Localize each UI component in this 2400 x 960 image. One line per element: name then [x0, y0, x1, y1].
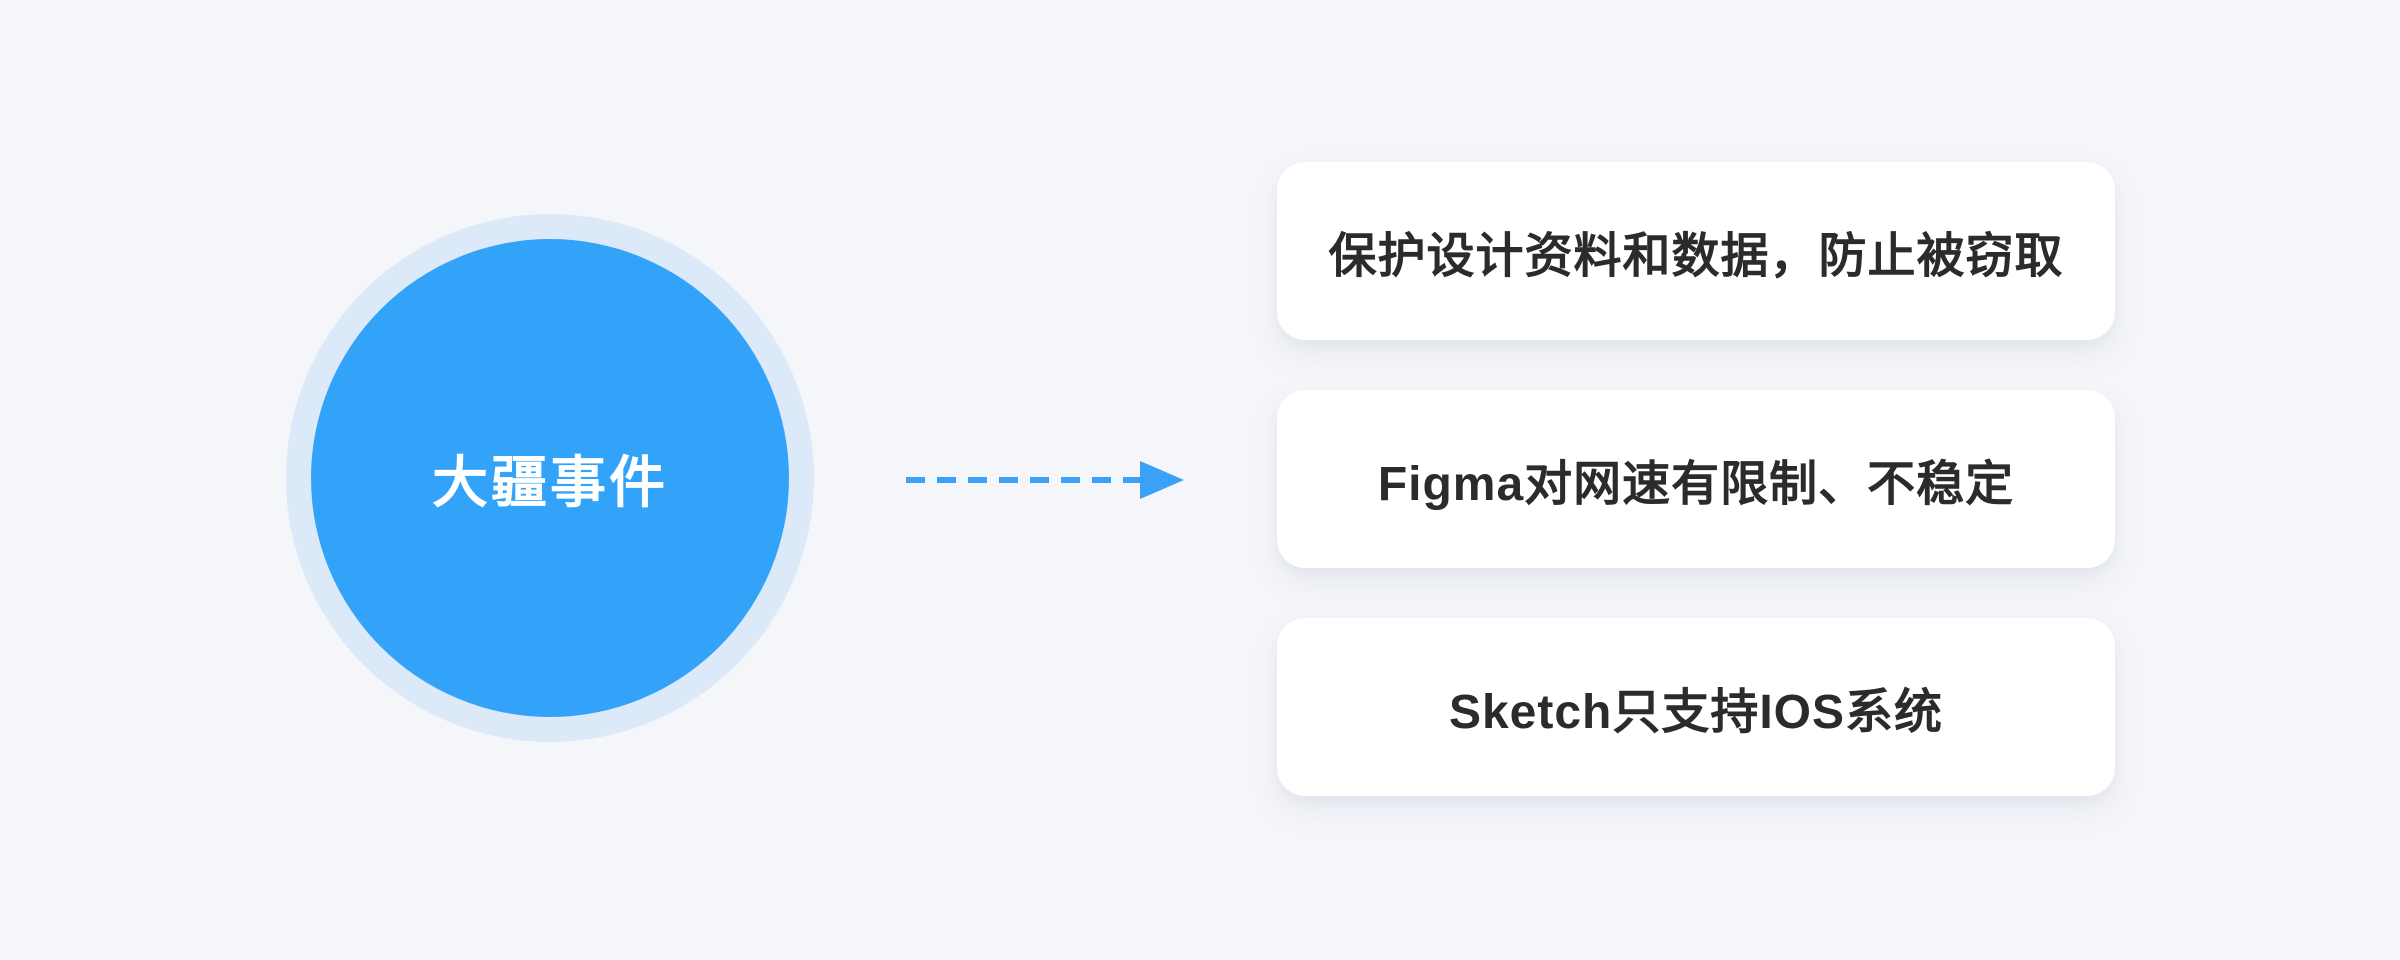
topic-node-label: 大疆事件 — [432, 450, 668, 514]
branch-card-3[interactable]: Sketch只支持IOS系统 — [1277, 618, 2115, 796]
branch-card-1[interactable]: 保护设计资料和数据，防止被窃取 — [1277, 162, 2115, 340]
branch-card-3-label: Sketch只支持IOS系统 — [1448, 686, 1944, 739]
branch-card-1-label: 保护设计资料和数据，防止被窃取 — [1328, 230, 2064, 283]
connector-arrowhead-icon — [1140, 461, 1184, 499]
topic-node-halo: 大疆事件 — [286, 214, 814, 742]
branch-card-2[interactable]: Figma对网速有限制、不稳定 — [1277, 390, 2115, 568]
branch-card-2-label: Figma对网速有限制、不稳定 — [1377, 458, 2015, 511]
connector-arrow — [906, 461, 1184, 499]
branch-list: 保护设计资料和数据，防止被窃取 Figma对网速有限制、不稳定 Sketch只支… — [1277, 162, 2115, 796]
topic-node[interactable]: 大疆事件 — [311, 239, 789, 717]
